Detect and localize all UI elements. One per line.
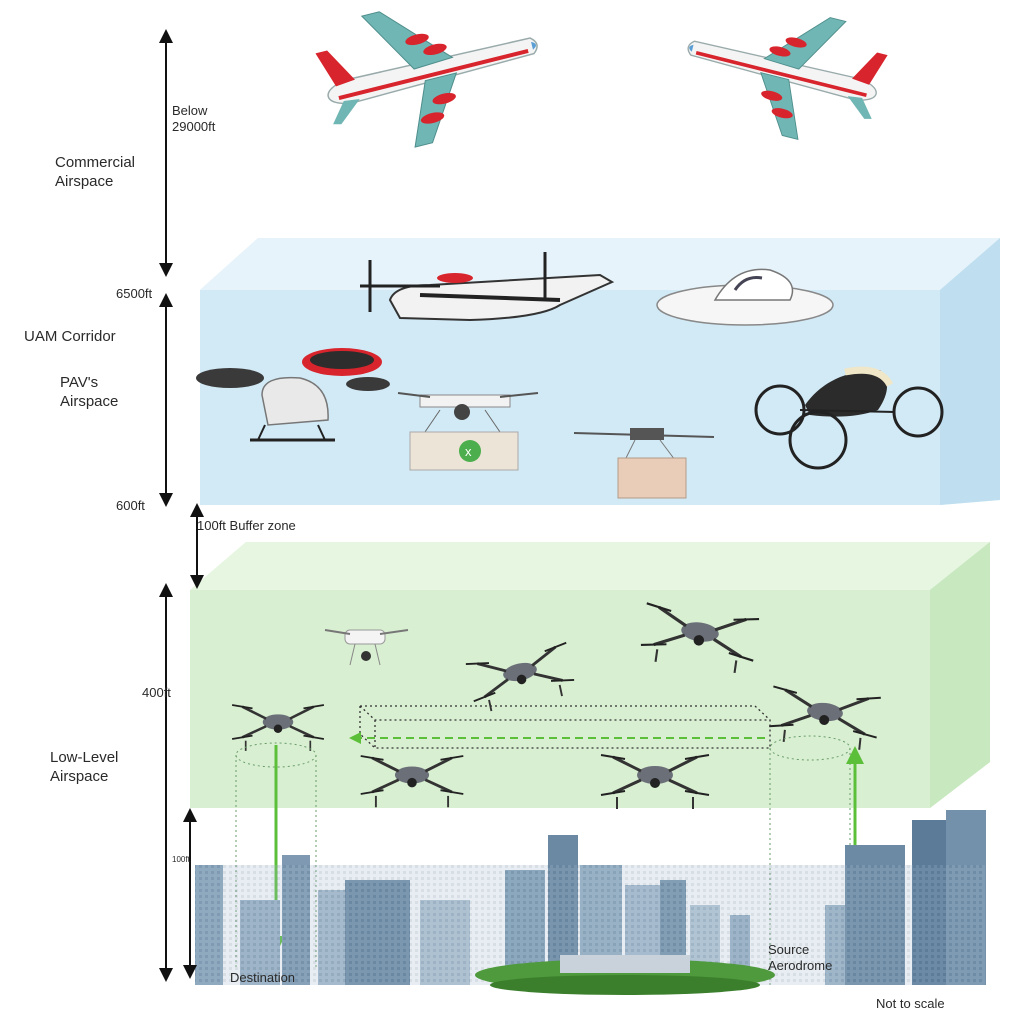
pod-aircraft bbox=[656, 268, 834, 326]
low-level-block bbox=[190, 542, 990, 808]
low-level-airspace-label: Low-Level Airspace bbox=[50, 749, 119, 785]
buffer-zone-label: 100ft Buffer zone bbox=[197, 518, 296, 533]
svg-text:x: x bbox=[465, 444, 472, 459]
ducted-fan-vehicle bbox=[754, 366, 944, 470]
not-to-scale-label: Not to scale bbox=[876, 996, 945, 1011]
commercial-airspace-label: Commercial Airspace bbox=[55, 154, 136, 190]
building-height-label: 100ft bbox=[172, 855, 190, 864]
destination-column bbox=[235, 742, 317, 970]
white-quadcopter bbox=[324, 629, 409, 666]
source-aerodrome-label: Source Aerodrome bbox=[768, 942, 833, 973]
tiltrotor-vehicle bbox=[360, 252, 615, 322]
low-level-altitude-label: 400ft bbox=[142, 685, 171, 700]
quadrotor-passenger-vehicle bbox=[196, 348, 390, 442]
delivery-drone-box bbox=[573, 428, 715, 499]
uam-corridor-label: UAM Corridor bbox=[24, 328, 116, 345]
below-altitude-label: Below 29000ft bbox=[172, 103, 216, 134]
uam-top-altitude-label: 6500ft bbox=[116, 286, 153, 301]
uam-bottom-altitude-label: 600ft bbox=[116, 498, 145, 513]
pav-airspace-label: PAV's Airspace bbox=[60, 374, 119, 410]
city-skyline bbox=[195, 810, 986, 995]
drone-corridor-path bbox=[359, 705, 771, 749]
destination-label: Destination bbox=[230, 970, 296, 985]
airliner-left bbox=[307, 0, 556, 168]
delivery-drone-green-package: x bbox=[397, 392, 539, 471]
airliner-right bbox=[671, 0, 895, 158]
